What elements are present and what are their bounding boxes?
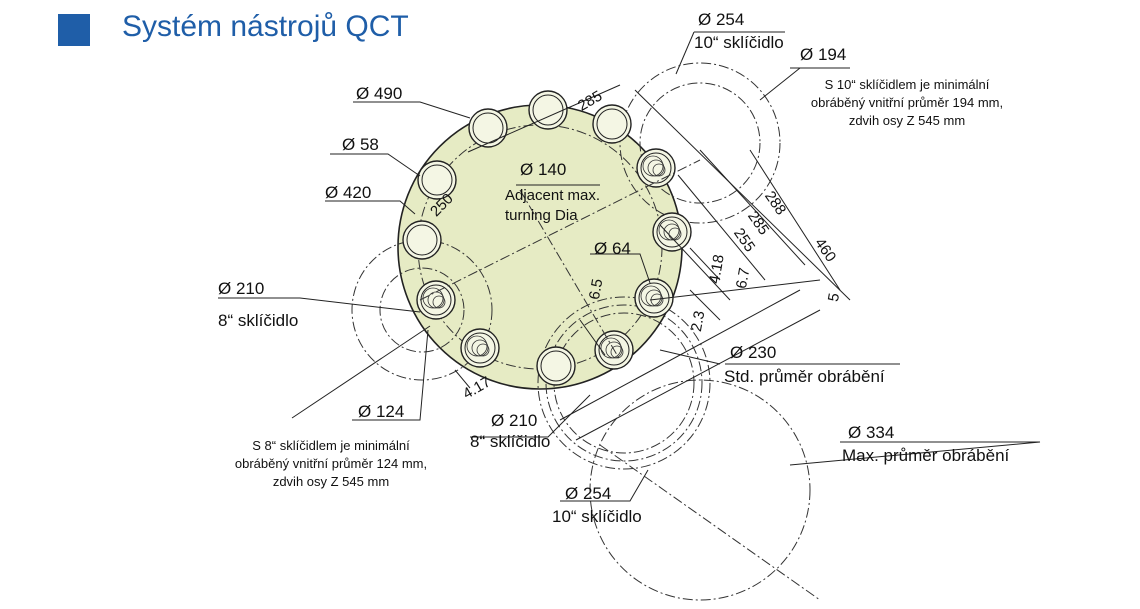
chuck-circle-10-top bbox=[619, 62, 781, 224]
label-chuck10-top: 10“ sklíčidlo bbox=[694, 33, 784, 52]
tool-station-bore bbox=[464, 332, 496, 364]
tool-holder-detail bbox=[663, 223, 681, 241]
label-d254-top: Ø 254 bbox=[698, 10, 745, 29]
tool-holder-detail bbox=[427, 291, 445, 309]
tool-holder-detail bbox=[476, 343, 490, 357]
tool-station bbox=[636, 148, 676, 188]
label-d58: Ø 58 bbox=[342, 135, 379, 154]
label-std: Std. průměr obrábění bbox=[724, 367, 885, 386]
tool-holder-detail bbox=[652, 163, 666, 177]
tool-holder-detail bbox=[605, 341, 623, 359]
chuck-circle-194 bbox=[639, 82, 761, 204]
tool-station bbox=[460, 328, 500, 368]
chuck-circle-124 bbox=[379, 267, 465, 353]
note-10-chuck: S 10“ sklíčidlem je minimální obráběný v… bbox=[810, 77, 1004, 128]
tool-station-bore bbox=[421, 164, 453, 196]
tool-station-bore bbox=[640, 152, 672, 184]
label-d254-bottom: Ø 254 bbox=[565, 484, 612, 503]
chuck-circle-10-bottom bbox=[537, 296, 711, 470]
label-d140: Ø 140 bbox=[520, 160, 567, 179]
label-d124: Ø 124 bbox=[358, 402, 405, 421]
tool-station bbox=[417, 160, 457, 200]
dim-6-5: 6.5 bbox=[586, 277, 607, 301]
label-d230: Ø 230 bbox=[730, 343, 777, 362]
tool-station bbox=[536, 346, 576, 386]
label-d334: Ø 334 bbox=[848, 423, 895, 442]
tool-station-bore bbox=[656, 216, 688, 248]
tool-station-bore bbox=[598, 334, 630, 366]
title-marker bbox=[58, 14, 90, 46]
page-title: Systém nástrojů QCT bbox=[122, 10, 409, 43]
chuck-circle-230 bbox=[545, 304, 703, 462]
tool-station-bore bbox=[406, 224, 438, 256]
label-d64: Ø 64 bbox=[594, 239, 631, 258]
label-d210-left: Ø 210 bbox=[218, 279, 265, 298]
label-adjacent: Adjacent max. turning Dia bbox=[505, 187, 601, 224]
tool-station bbox=[402, 220, 442, 260]
tool-station bbox=[416, 280, 456, 320]
label-max: Max. průměr obrábění bbox=[842, 446, 1010, 465]
chuck-circle-334 bbox=[589, 379, 811, 601]
tool-station bbox=[468, 108, 508, 148]
label-d210-bottom: Ø 210 bbox=[491, 411, 538, 430]
tool-holder-detail bbox=[432, 295, 446, 309]
note-8-chuck: S 8“ sklíčidlem je minimální obráběný vn… bbox=[234, 438, 428, 489]
tool-station bbox=[652, 212, 692, 252]
tool-station-bore bbox=[596, 108, 628, 140]
tool-stations bbox=[402, 90, 692, 386]
label-chuck10-bottom: 10“ sklíčidlo bbox=[552, 507, 642, 526]
label-d490: Ø 490 bbox=[356, 84, 403, 103]
label-d194: Ø 194 bbox=[800, 45, 847, 64]
tool-holder-detail bbox=[471, 339, 489, 357]
tool-station-bore bbox=[540, 350, 572, 382]
tool-station bbox=[592, 104, 632, 144]
label-d420: Ø 420 bbox=[325, 183, 372, 202]
turret-disc bbox=[397, 104, 683, 390]
dim-2-3: 2.3 bbox=[688, 309, 709, 333]
label-chuck8-bottom: 8“ sklíčidlo bbox=[470, 432, 551, 451]
tool-holder-detail bbox=[647, 159, 665, 177]
label-chuck8-left: 8“ sklíčidlo bbox=[218, 311, 299, 330]
tool-holder-detail bbox=[610, 345, 624, 359]
tool-station bbox=[528, 90, 568, 130]
dim-6-7: 6.7 bbox=[733, 266, 754, 290]
tool-holder-detail bbox=[645, 289, 663, 307]
